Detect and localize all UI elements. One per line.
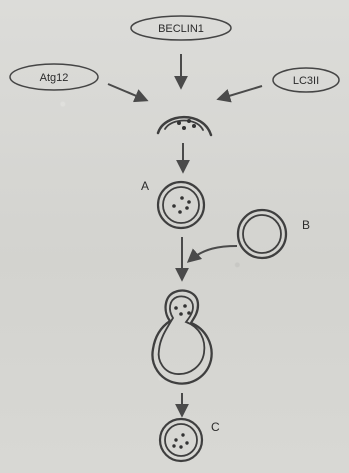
atg12-node: Atg12	[9, 63, 99, 91]
autolysosome-c	[158, 417, 204, 463]
atg12-label: Atg12	[40, 72, 69, 84]
arrow-lc3ii-to-phagophore	[216, 85, 263, 103]
label-a: A	[141, 179, 149, 193]
label-b: B	[302, 218, 310, 232]
arrow-atg12-to-phagophore	[107, 83, 149, 103]
lysosome-b	[236, 208, 288, 260]
arrow-b-to-fusion	[186, 245, 238, 263]
fusion-intermediate	[151, 289, 213, 385]
beclin1-node: BECLIN1	[130, 15, 232, 41]
autophagosome-a	[156, 180, 206, 230]
phagophore-structure	[156, 115, 213, 137]
beclin1-label: BECLIN1	[158, 23, 204, 35]
label-c: C	[211, 420, 220, 434]
lc3ii-label: LC3II	[293, 75, 319, 87]
lc3ii-node: LC3II	[272, 67, 340, 93]
